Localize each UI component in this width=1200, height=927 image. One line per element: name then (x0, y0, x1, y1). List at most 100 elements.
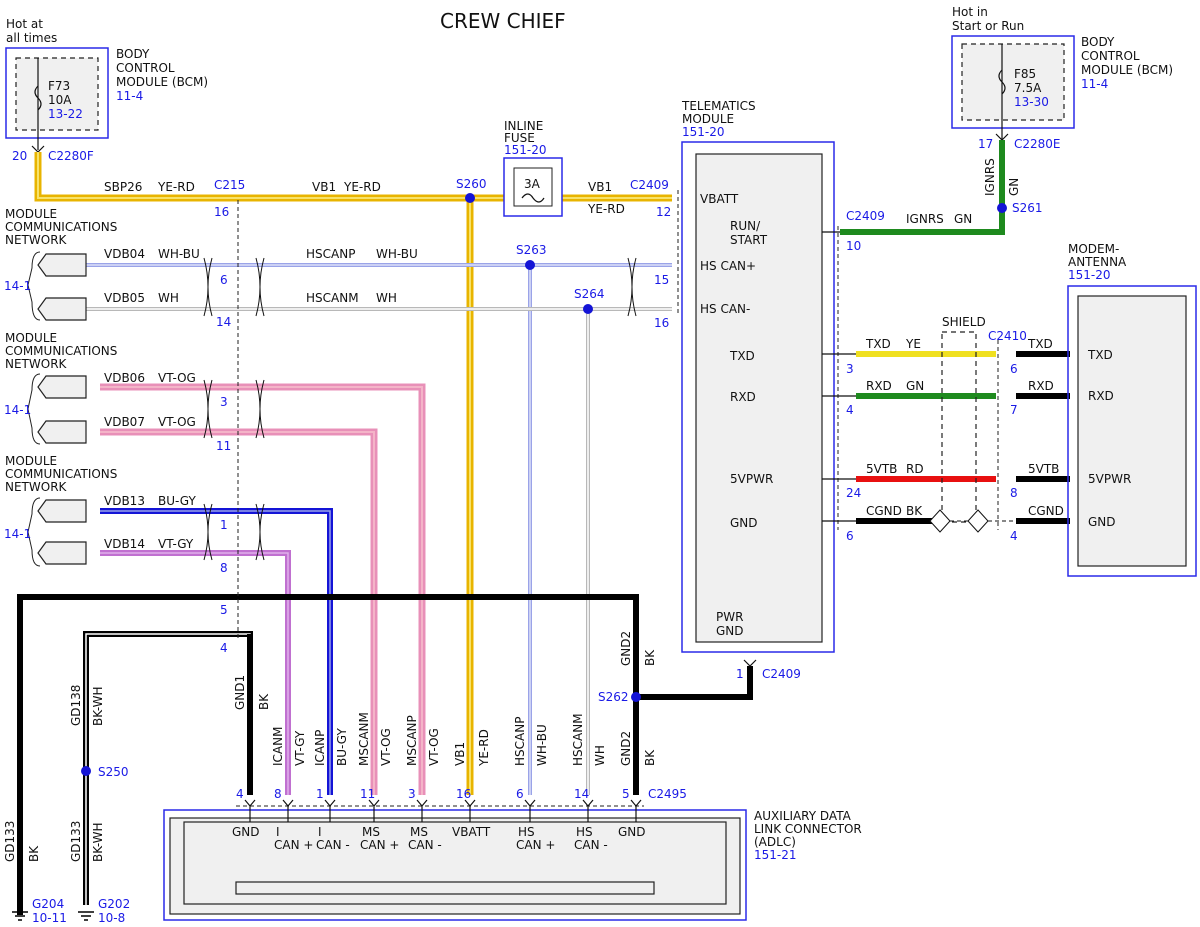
pin-4: 4 (220, 641, 228, 655)
bcm-right-inner (961, 43, 1065, 121)
bcm-left-label-3: MODULE (BCM) (116, 75, 208, 89)
wire-ye-rd: YE-RD (157, 180, 195, 194)
adlc-pin-label: I (318, 825, 322, 839)
wire-bk-wh-1: BK-WH (91, 686, 105, 726)
modem-label-2: ANTENNA (1068, 255, 1127, 269)
wire-vdb13: VDB13 (104, 494, 145, 508)
wire-wh-v: WH (593, 745, 607, 766)
fuse-f73-ref: 13-22 (48, 107, 83, 121)
c2409-label: C2409 (630, 178, 669, 192)
wire-vb1-3: VB1 (588, 180, 612, 194)
wire-wh-bu: WH-BU (158, 247, 200, 261)
pin-arrow (464, 799, 476, 822)
telematics-inner (695, 153, 823, 643)
pin-15: 15 (654, 273, 669, 287)
connector-arrow (743, 659, 757, 667)
splice-s262 (631, 692, 641, 702)
shield-diamond (967, 509, 989, 533)
c2409-pin12: 12 (656, 205, 671, 219)
c215-label: C215 (214, 178, 245, 192)
c2409-pin10: 10 (846, 239, 861, 253)
wire-hscanm-v: HSCANM (571, 713, 585, 766)
bcm-right-label-3: MODULE (BCM) (1081, 63, 1173, 77)
adlc-pin-label: VBATT (452, 825, 491, 839)
wire-vt-og-v1: VT-OG (379, 728, 393, 766)
ground-icon (78, 911, 94, 921)
modem-box (1067, 285, 1197, 577)
wire-sbp26: SBP26 (104, 180, 142, 194)
adlc-pin-label: GND (232, 825, 260, 839)
splice-s260-label: S260 (456, 177, 487, 191)
adlc-pin-number: 1 (316, 787, 324, 801)
splice-s250-label: S250 (98, 765, 129, 779)
shield-label: SHIELD (942, 315, 986, 329)
ground-icon (12, 911, 28, 921)
pin-arrow (244, 799, 256, 822)
inline-fuse-inner (513, 167, 553, 207)
wire-ignrs: IGNRS (906, 212, 944, 226)
hs-can-wires (86, 263, 672, 795)
wire-vt-og-v2: VT-OG (427, 728, 441, 766)
wire-vb1: VB1 (312, 180, 336, 194)
bcm-left-box (5, 47, 109, 139)
splice-s263 (525, 260, 535, 270)
c215-pin: 16 (214, 205, 229, 219)
wire-cgnd-2: CGND (1028, 504, 1064, 518)
bcm-right-label-2: CONTROL (1081, 49, 1140, 63)
tel-pin-pwr: PWR (716, 610, 743, 624)
pin-1: 1 (220, 518, 228, 532)
splice-s260 (465, 193, 475, 203)
network-2-label-3: NETWORK (5, 357, 68, 371)
ground-g204-ref: 10-11 (32, 911, 67, 925)
wire-vt-gy: VT-GY (158, 537, 194, 551)
wire-txd-2: TXD (1027, 337, 1053, 351)
wire-hscanm: HSCANM (306, 291, 359, 305)
inline-fuse-label-2: FUSE (504, 131, 535, 145)
adlc-label-2: LINK CONNECTOR (754, 822, 862, 836)
bcm-left-label-1: BODY (116, 47, 150, 61)
adlc-label-1: AUXILIARY DATA (754, 809, 852, 823)
tel-pin-num-24: 24 (846, 486, 861, 500)
wire-vt-og-2: VT-OG (158, 415, 196, 429)
pin-11: 11 (216, 439, 231, 453)
splice-s264-label: S264 (574, 287, 605, 301)
network-3-label-1: MODULE (5, 454, 57, 468)
wire-vdb07: VDB07 (104, 415, 145, 429)
modem-ref: 151-20 (1068, 268, 1111, 282)
modem-signal-wires (822, 231, 1070, 524)
network-1-label-1: MODULE (5, 207, 57, 221)
mod-pin-num-4: 4 (1010, 529, 1018, 543)
wire-bk-gnd1: BK (257, 693, 271, 710)
wire-vdb06: VDB06 (104, 371, 145, 385)
adlc-pin-number: 5 (622, 787, 630, 801)
wire-ye-rd-v: YE-RD (477, 729, 491, 767)
wire-gd138: GD138 (69, 685, 83, 726)
c2409-label-3: C2409 (762, 667, 801, 681)
wire-rd: RD (906, 462, 924, 476)
fuse-f73-icon (34, 85, 42, 111)
inline-fuse-ref: 151-20 (504, 143, 547, 157)
adlc-pin-label: CAN - (408, 838, 442, 852)
bcm-right-connector: C2280E (1014, 137, 1061, 151)
adlc-pin-label: MS (362, 825, 380, 839)
wire-vt-gy-v: VT-GY (293, 730, 307, 766)
hot-label-1: Hot in (952, 5, 988, 19)
pin-14: 14 (216, 315, 231, 329)
tel-pin-num-6: 6 (846, 529, 854, 543)
bcm-right-pin: 17 (978, 137, 993, 151)
wire-5vtb-2: 5VTB (1028, 462, 1059, 476)
bcm-left-ref: 11-4 (116, 89, 143, 103)
modem-pin-rxd: RXD (1088, 389, 1114, 403)
splice-s262-label: S262 (598, 690, 629, 704)
splice-s250 (81, 766, 91, 776)
fuse-f73-amps: 10A (48, 93, 72, 107)
adlc-label-3: (ADLC) (754, 835, 796, 849)
network-1-label-3: NETWORK (5, 233, 68, 247)
wire-wh-bu-v: WH-BU (535, 724, 549, 766)
bcm-right-label-1: BODY (1081, 35, 1115, 49)
wire-vt-og: VT-OG (158, 371, 196, 385)
adlc-pin-number: 14 (574, 787, 589, 801)
wire-vb1-v: VB1 (453, 742, 467, 766)
pin-arrow (524, 799, 536, 822)
ground-g204: G204 (32, 897, 64, 911)
